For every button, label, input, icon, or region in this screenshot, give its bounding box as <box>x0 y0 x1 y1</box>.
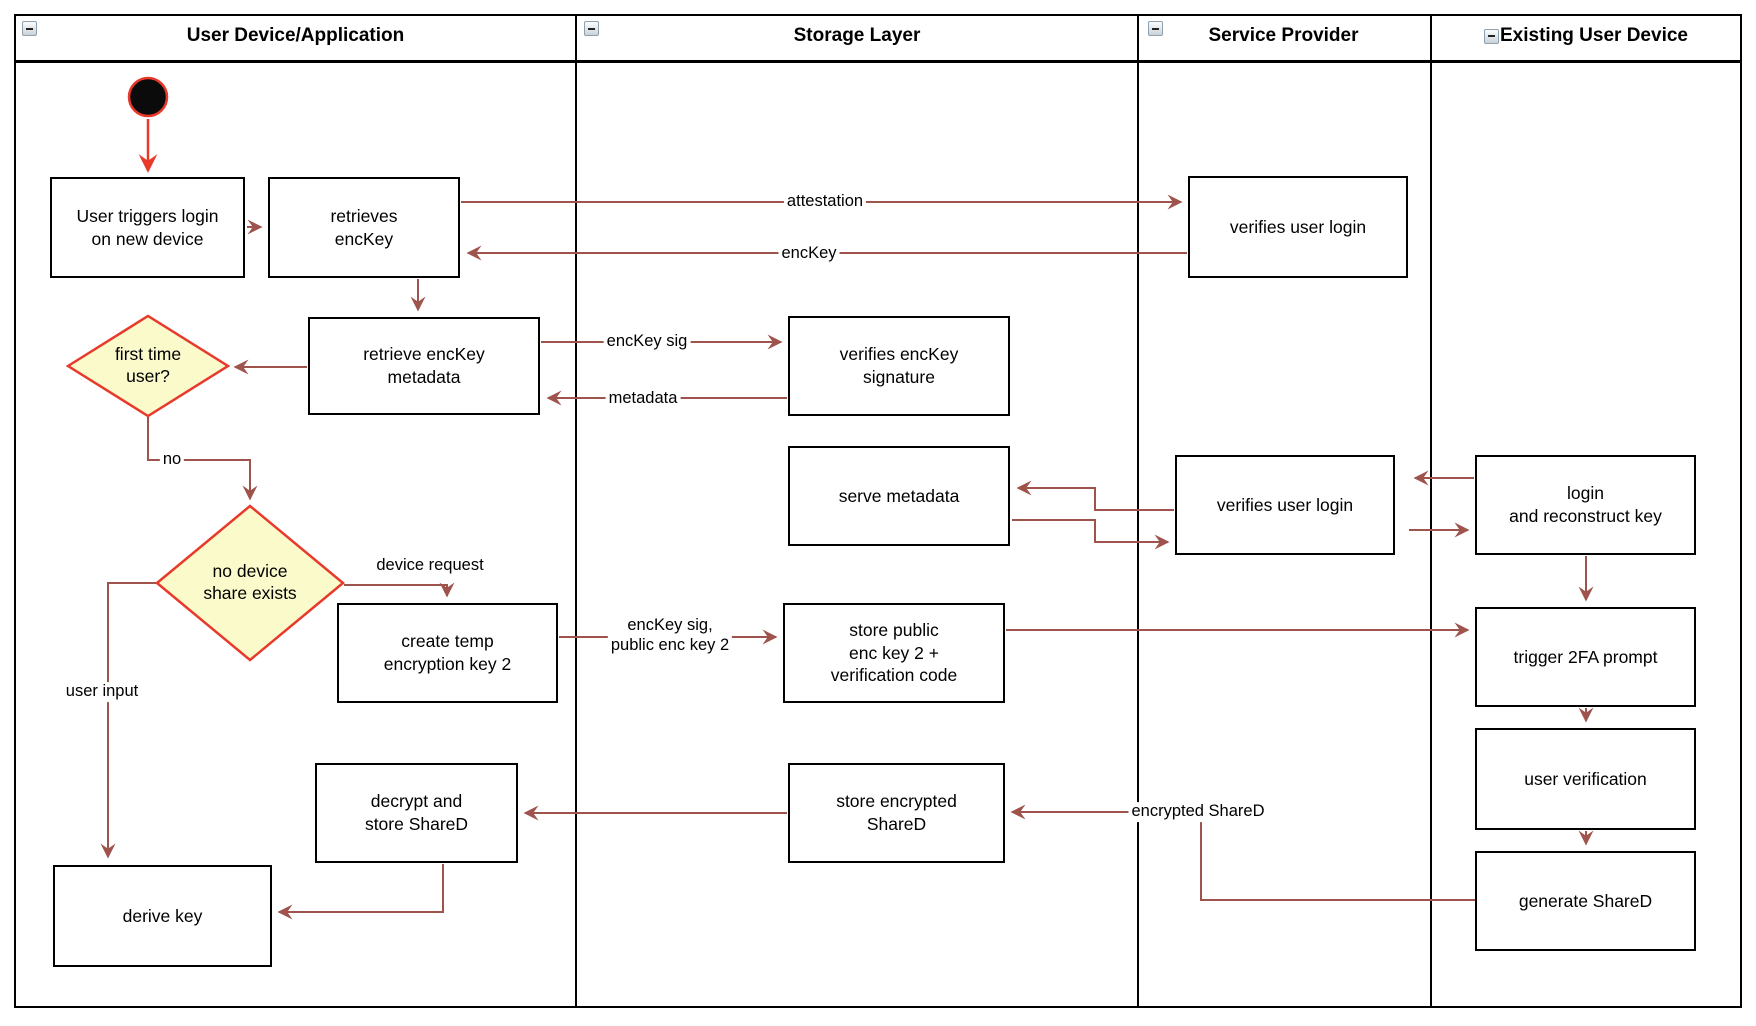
edge-decrypt-to-derive <box>277 864 444 920</box>
node-verifies-user-login-top[interactable]: verifies user login <box>1188 176 1408 278</box>
edge-label-enckey-sig: encKey sig <box>603 332 691 352</box>
edge-label-device-request: device request <box>373 556 487 576</box>
node-verifies-enckey-signature[interactable]: verifies encKey signature <box>788 316 1010 416</box>
node-derive-key[interactable]: derive key <box>53 865 272 967</box>
edge-label-attestation: attestation <box>783 192 867 212</box>
node-user-triggers-login[interactable]: User triggers login on new device <box>50 177 245 278</box>
edge-label-enckey-sig-public: encKey sig, public enc key 2 <box>607 616 733 656</box>
lane-title: Storage Layer <box>793 25 921 46</box>
node-retrieves-enckey[interactable]: retrieves encKey <box>268 177 460 278</box>
node-generate-shared[interactable]: generate ShareD <box>1475 851 1696 951</box>
node-create-temp-key[interactable]: create temp encryption key 2 <box>337 603 558 703</box>
lane-title: Existing User Device <box>1500 25 1688 46</box>
edge-verifies-to-serve-metadata <box>1016 480 1174 511</box>
collapse-lane-icon[interactable] <box>22 21 37 36</box>
decision-no-device-share[interactable] <box>155 504 345 662</box>
node-serve-metadata[interactable]: serve metadata <box>788 446 1010 546</box>
start-node[interactable] <box>127 76 169 118</box>
lane-header-service-provider: Service Provider <box>1137 14 1430 58</box>
edge-device-request <box>344 582 455 598</box>
collapse-lane-icon[interactable] <box>584 21 599 36</box>
decision-no-device-share-label: no device share exists <box>203 561 297 603</box>
collapse-lane-icon[interactable] <box>1484 28 1499 44</box>
node-store-public-key[interactable]: store public enc key 2 + verification co… <box>783 603 1005 703</box>
node-retrieve-enckey-metadata[interactable]: retrieve encKey metadata <box>308 317 540 415</box>
edge-encrypted-shared <box>1010 804 1475 901</box>
edge-label-no: no <box>159 450 185 470</box>
node-decrypt-store-shared[interactable]: decrypt and store ShareD <box>315 763 518 863</box>
lane-divider-3 <box>1430 16 1432 1006</box>
node-login-reconstruct-key[interactable]: login and reconstruct key <box>1475 455 1696 555</box>
collapse-lane-icon[interactable] <box>1148 21 1163 36</box>
edge-serve-metadata-to-verifies <box>1012 519 1170 550</box>
lane-header-existing-user-device: Existing User Device <box>1430 14 1742 58</box>
lane-header-storage-layer: Storage Layer <box>577 14 1137 58</box>
edge-label-enckey: encKey <box>778 244 840 264</box>
node-user-verification[interactable]: user verification <box>1475 728 1696 830</box>
lane-title: Service Provider <box>1208 25 1359 46</box>
node-store-encrypted-shared[interactable]: store encrypted ShareD <box>788 763 1005 863</box>
edge-label-encrypted-shared: encrypted ShareD <box>1128 802 1268 822</box>
node-trigger-2fa[interactable]: trigger 2FA prompt <box>1475 607 1696 707</box>
decision-first-time-user-label: first time user? <box>114 344 182 386</box>
edge-user-input <box>100 582 156 859</box>
decision-first-time-user[interactable] <box>65 314 231 418</box>
edge-label-metadata: metadata <box>605 389 681 409</box>
edge-no-branch <box>147 417 258 501</box>
node-verifies-user-login-mid[interactable]: verifies user login <box>1175 455 1395 555</box>
header-separator <box>16 60 1740 63</box>
lane-divider-1 <box>575 16 577 1006</box>
edge-label-user-input: user input <box>62 682 142 702</box>
lane-header-user-device: User Device/Application <box>16 14 575 58</box>
lane-title: User Device/Application <box>186 25 405 46</box>
